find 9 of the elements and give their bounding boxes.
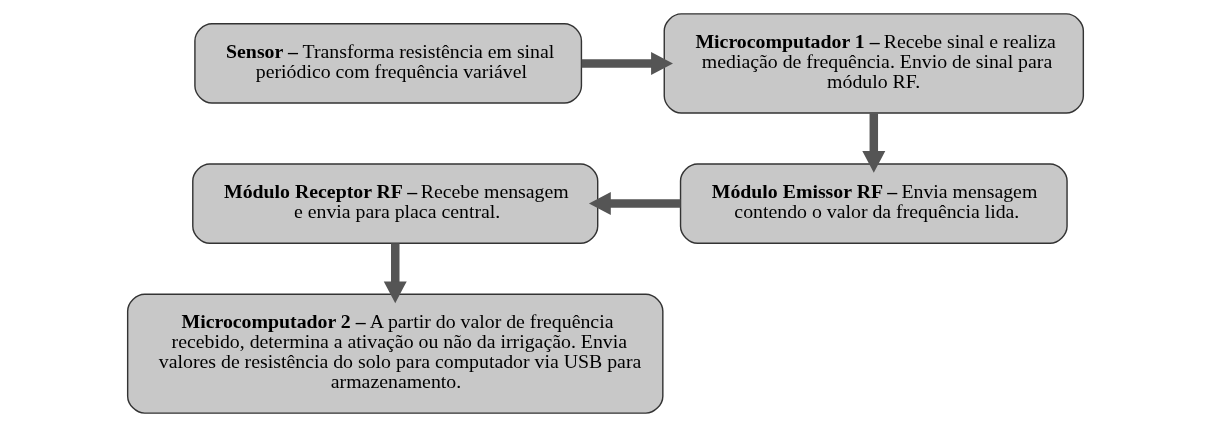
node-box: Módulo Receptor RF – Recebe mensagem e envia para placa central. [192,163,599,244]
node-box: Microcomputador 2 – A partir do valor de frequência recebido, determina a ativação ou não da irrigação. Envia valores de resistência do solo para computador via USB para armazenamento. [126,293,664,414]
node-box: Sensor – Transforma resistência em sinal periódico com frequência variável [194,23,583,104]
arrow [581,51,673,75]
arrow [862,113,886,173]
arrow [588,192,681,216]
node-box: Microcomputador 1 – Recebe sinal e realiza mediação de frequência. Envio de sinal para módulo RF. [663,13,1085,114]
node-box: Módulo Emissor RF – Envia mensagem contendo o valor da frequência lida. [679,163,1068,244]
arrow [383,243,407,304]
